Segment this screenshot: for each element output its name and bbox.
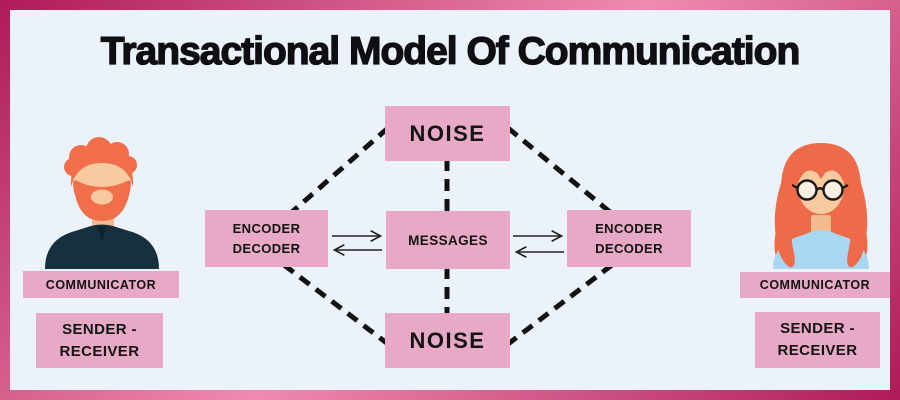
dashed-line-top-right (506, 126, 612, 214)
woman-hair-lock-right (847, 181, 868, 268)
dashed-line-bottom-left (282, 263, 390, 346)
dashed-line-top-left (290, 126, 390, 214)
woman-avatar (773, 143, 869, 269)
left-sender-line: SENDER - (62, 320, 137, 338)
noise-dashed-diamond (282, 126, 614, 346)
dashed-line-bottom-right (506, 263, 614, 346)
woman-shirt (773, 230, 869, 269)
man-collar-notch (97, 226, 107, 241)
encoder-right-line2: DECODER (595, 240, 663, 256)
right-sender-receiver-box: SENDER - RECEIVER (755, 312, 880, 368)
noise-bottom-label: NOISE (409, 327, 486, 353)
left-communicator-label: COMMUNICATOR (45, 277, 157, 292)
man-shirt (45, 224, 159, 269)
page-title: Transactional Model Of Communication (100, 29, 801, 73)
glasses-icon (791, 179, 849, 201)
left-sender-receiver-box: SENDER - RECEIVER (36, 313, 163, 368)
noise-top-box: NOISE (385, 106, 510, 161)
man-hair-front (70, 151, 134, 187)
encoder-left-line2: DECODER (232, 240, 301, 256)
man-mouth (91, 189, 113, 205)
man-avatar (45, 137, 159, 269)
message-flow-arrows (332, 230, 564, 258)
woman-bangs (797, 153, 845, 183)
noise-top-label: NOISE (409, 120, 486, 146)
right-communicator-box: COMMUNICATOR (740, 272, 890, 298)
encoder-decoder-right-box: ENCODER DECODER (567, 210, 691, 267)
noise-bottom-box: NOISE (385, 313, 510, 368)
connector-lines-layer (282, 126, 614, 346)
right-communicator-label: COMMUNICATOR (759, 278, 871, 292)
encoder-right-line1: ENCODER (595, 220, 663, 236)
right-receiver-line: RECEIVER (777, 342, 858, 359)
woman-hair-lock-left (774, 181, 795, 268)
encoder-decoder-left-box: ENCODER DECODER (205, 210, 328, 267)
messages-label: MESSAGES (408, 232, 488, 248)
messages-box: MESSAGES (386, 211, 510, 269)
right-sender-line: SENDER - (780, 320, 855, 337)
left-receiver-line: RECEIVER (59, 342, 140, 360)
poster-background: Transactional Model Of Communication (10, 10, 890, 390)
encoder-left-line1: ENCODER (232, 220, 301, 236)
left-communicator-box: COMMUNICATOR (23, 271, 179, 298)
